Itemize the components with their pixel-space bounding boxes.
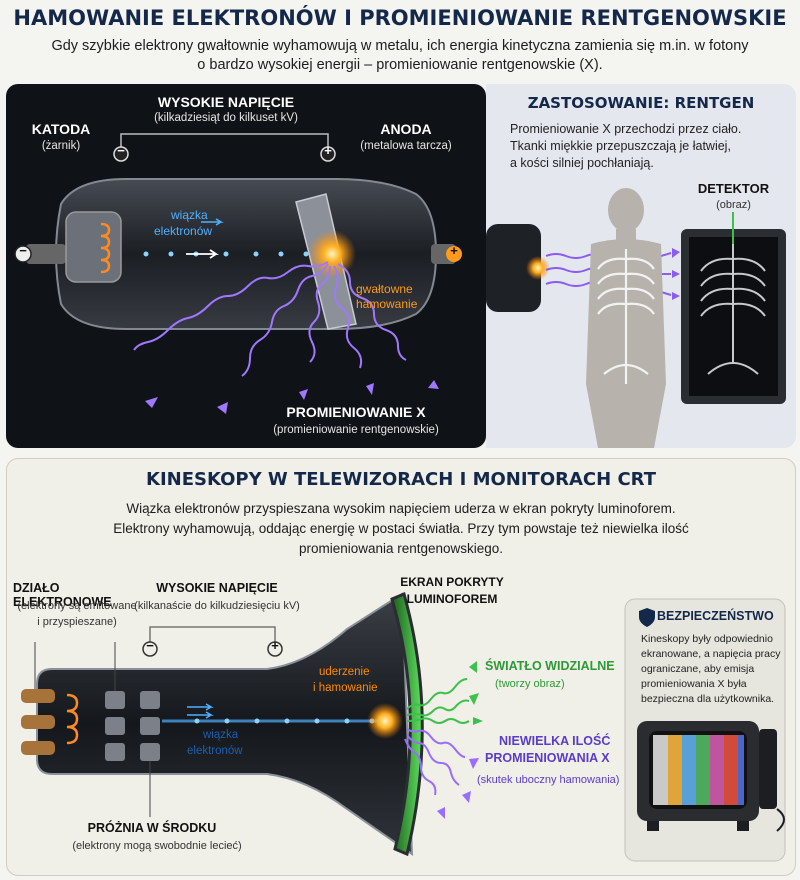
- safety-title: BEZPIECZEŃSTWO: [657, 609, 774, 623]
- gun-subtitle-2: i przyspieszane): [37, 616, 117, 628]
- beam-label-1: wiązka: [171, 208, 208, 222]
- crt-beam-label-1: wiązka: [203, 729, 239, 741]
- phosphor-screen: [390, 591, 424, 857]
- crt-terminal-plus: +: [271, 638, 279, 653]
- impact-label-1: uderzenie: [319, 666, 370, 678]
- right-cap-plus: +: [450, 243, 458, 258]
- screen-title-1: EKRAN POKRYTY: [400, 575, 504, 589]
- filament-coil: [100, 222, 111, 274]
- vacuum-title: PRÓŻNIA W ŚRODKU: [87, 821, 217, 835]
- safety-line-5: bezpieczna dla użytkownika.: [641, 693, 775, 705]
- voltage-title: WYSOKIE NAPIĘCIE: [157, 94, 295, 110]
- impact-label-2: i hamowanie: [313, 682, 378, 694]
- radiation-title: PROMIENIOWANIE X: [286, 404, 426, 420]
- radiation-subtitle: (promieniowanie rentgenowskie): [273, 424, 439, 436]
- safety-line-1: Kineskopy były odpowiednio: [641, 633, 773, 645]
- crt-title: KINESKOPY W TELEWIZORACH I MONITORACH CR…: [146, 469, 656, 490]
- xray-title-1: NIEWIELKA ILOŚĆ: [499, 734, 611, 748]
- crt-line-1: Wiązka elektronów przyspieszana wysokim …: [126, 501, 676, 516]
- crt-tube-glass: [36, 592, 414, 856]
- screen-title-2: LUMINOFOREM: [406, 592, 498, 606]
- application-line-1: Promieniowanie X przechodzi przez ciało.: [510, 122, 742, 136]
- xray-title-2: PROMIENIOWANIA X: [485, 751, 610, 765]
- braking-label-1: gwałtowne: [356, 282, 413, 296]
- crt-beam-label-2: elektronów: [187, 745, 243, 757]
- beam-label-2: elektronów: [154, 224, 213, 238]
- left-cap-minus: −: [19, 243, 27, 258]
- anode-terminal-plus: +: [324, 143, 332, 158]
- crt-tv-icon: [637, 721, 785, 832]
- application-line-3: a kości silniej pochłaniają.: [510, 156, 654, 170]
- application-line-2: Tkanki miękkie przepuszczają je łatwiej,: [510, 139, 731, 153]
- anode-title: ANODA: [380, 121, 432, 137]
- shield-icon: [639, 608, 655, 627]
- crt-terminal-minus: −: [146, 638, 154, 653]
- crt-diagram: [21, 591, 786, 862]
- crt-panel: − + KINESKOPY W TELEWIZORACH I MONITORAC…: [6, 458, 796, 876]
- light-title: ŚWIATŁO WIDZIALNE: [485, 659, 615, 673]
- anode-subtitle: (metalowa tarcza): [360, 140, 452, 152]
- intro-line-2: o bardzo wysokiej energii – promieniowan…: [197, 57, 603, 73]
- xray-application-diagram: [486, 188, 786, 448]
- crt-line-2: Elektrony wyhamowują, oddając energię w …: [113, 521, 689, 536]
- xray-tube-panel: − + − + WYSOKIE NAPIĘCIE (kilkadziesiąt …: [6, 84, 486, 448]
- gun-subtitle-1: (elektrony są emitowane: [17, 600, 137, 612]
- safety-line-4: promieniowania X była: [641, 678, 747, 690]
- page-title: HAMOWANIE ELEKTRONÓW I PROMIENIOWANIE RE…: [13, 6, 787, 30]
- xray-source: [486, 224, 541, 312]
- xray-subtitle: (skutek uboczny hamowania): [477, 774, 620, 786]
- application-title: ZASTOSOWANIE: RENTGEN: [527, 94, 755, 112]
- safety-line-3: ograniczane, aby emisja: [641, 663, 755, 675]
- safety-line-2: ekranowane, a napięcia pracy: [641, 648, 781, 660]
- application-panel: ZASTOSOWANIE: RENTGEN Promieniowanie X p…: [486, 84, 796, 448]
- braking-label-2: hamowanie: [356, 297, 418, 311]
- crt-voltage-title: WYSOKIE NAPIĘCIE: [156, 581, 278, 595]
- light-subtitle: (tworzy obraz): [495, 678, 565, 690]
- detector-subtitle: (obraz): [716, 199, 751, 211]
- crt-voltage-subtitle: (kilkanaście do kilkudziesięciu kV): [134, 600, 300, 612]
- xray-tube-diagram: [14, 133, 462, 414]
- vacuum-subtitle: (elektrony mogą swobodnie lecieć): [72, 840, 242, 852]
- cathode-terminal-minus: −: [117, 143, 125, 158]
- crt-line-3: promieniowania rentgenowskiego.: [298, 541, 504, 556]
- detector-title: DETEKTOR: [697, 181, 770, 196]
- gun-title: DZIAŁO ELEKTRONOWE: [13, 581, 112, 609]
- voltage-subtitle: (kilkadziesiąt do kilkuset kV): [154, 112, 298, 124]
- intro-line-1: Gdy szybkie elektrony gwałtownie wyhamow…: [51, 38, 749, 54]
- cathode-title: KATODA: [31, 121, 91, 137]
- cathode-subtitle: (żarnik): [41, 140, 81, 152]
